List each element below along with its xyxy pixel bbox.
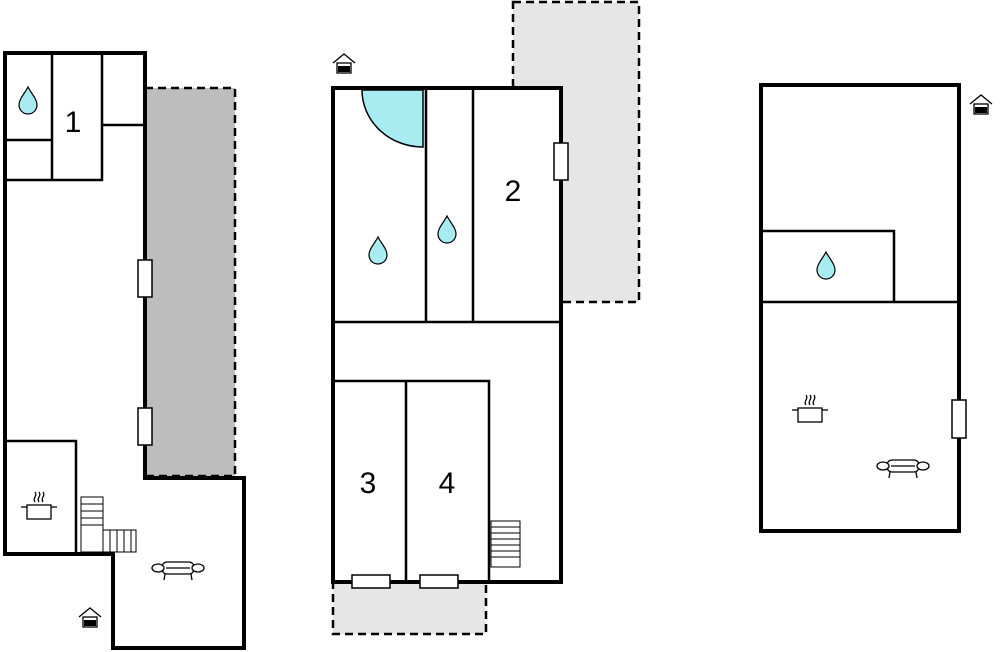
- sofa-icon: [151, 561, 205, 581]
- window-icon: [951, 399, 967, 439]
- cooking-pot-icon: [791, 394, 829, 423]
- water-drop-icon: [437, 215, 457, 244]
- window-icon: [137, 259, 153, 298]
- window-icon: [553, 142, 569, 181]
- covered-terrace: [143, 86, 237, 478]
- house-entrance-icon: [332, 53, 356, 74]
- house-entrance-icon: [969, 94, 993, 115]
- outer-walls: [331, 86, 563, 584]
- room-1-walls: [5, 53, 145, 182]
- stairs-icon: [80, 496, 137, 553]
- plan-left: 1: [3, 51, 246, 650]
- water-drop-icon: [18, 86, 38, 115]
- cooking-pot-icon: [20, 491, 58, 520]
- outer-walls: [759, 83, 961, 533]
- house-entrance-icon: [78, 607, 102, 628]
- outer-walls: [3, 51, 246, 650]
- door-swing-icon: [361, 89, 424, 148]
- room-number-3: 3: [360, 467, 377, 500]
- bathroom-walls: [761, 229, 959, 304]
- stairs-icon: [490, 520, 521, 568]
- room-number-4: 4: [439, 467, 456, 500]
- window-icon: [419, 574, 459, 589]
- plan-right: [759, 83, 993, 533]
- open-terrace-bottom: [331, 580, 488, 636]
- water-drop-icon: [368, 236, 388, 265]
- kitchen-walls: [5, 439, 78, 554]
- room-number-2: 2: [505, 175, 522, 208]
- window-icon: [351, 574, 391, 589]
- plan-middle: 2 3 4: [331, 0, 641, 636]
- sofa-icon: [876, 459, 930, 479]
- room-number-1: 1: [65, 106, 82, 139]
- upper-room-walls: [333, 88, 561, 324]
- lower-room-walls: [333, 379, 491, 582]
- open-terrace-top: [511, 0, 641, 304]
- window-icon: [137, 407, 153, 446]
- water-drop-icon: [816, 251, 836, 280]
